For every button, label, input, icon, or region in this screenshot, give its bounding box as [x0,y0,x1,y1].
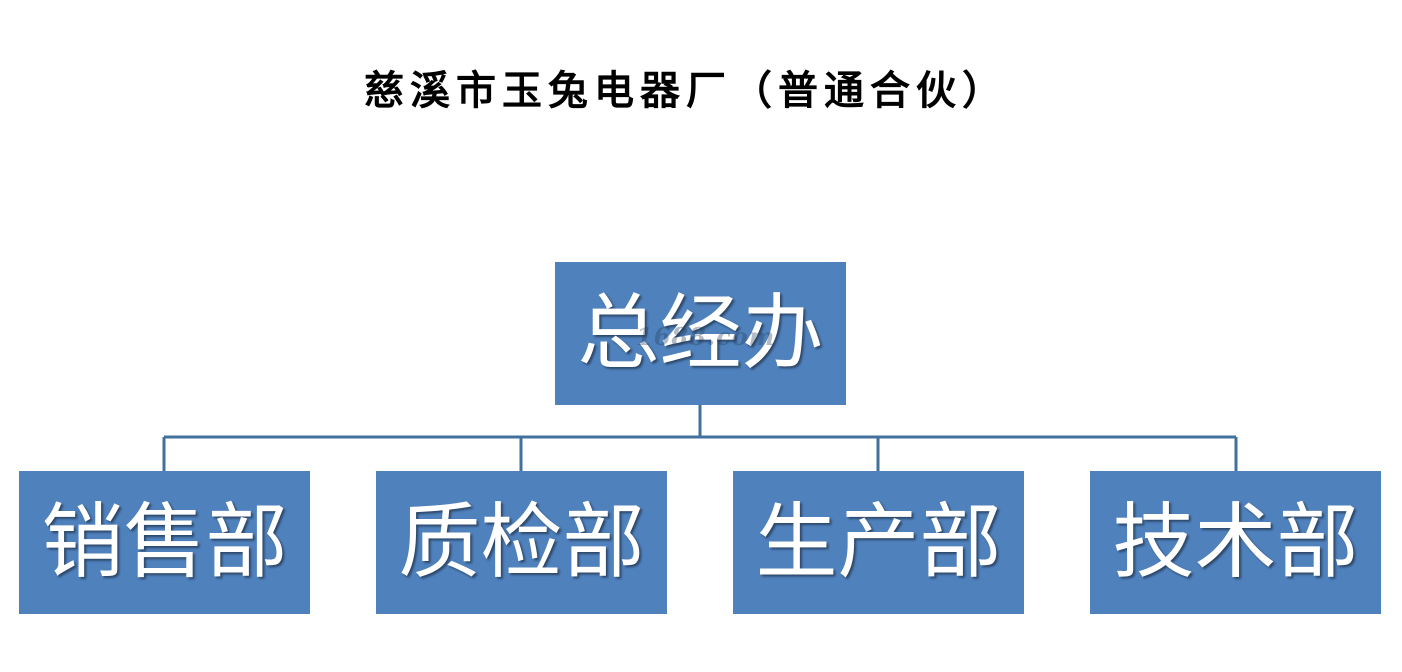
org-node-technology: 技术部 [1090,471,1381,614]
org-node-label: 生产部 [755,494,1002,590]
org-node-quality-inspection: 质检部 [376,471,667,614]
org-node-label: 质检部 [398,494,645,590]
org-node-sales: 销售部 [19,471,310,614]
watermark: 1688.com [636,322,776,351]
org-node-general-office: 总经办 [555,262,846,405]
org-node-label: 销售部 [41,494,288,590]
org-node-label: 技术部 [1112,494,1359,590]
org-node-label: 总经办 [577,285,824,381]
org-node-production: 生产部 [733,471,1024,614]
chart-title: 慈溪市玉兔电器厂（普通合伙） [364,67,1008,114]
